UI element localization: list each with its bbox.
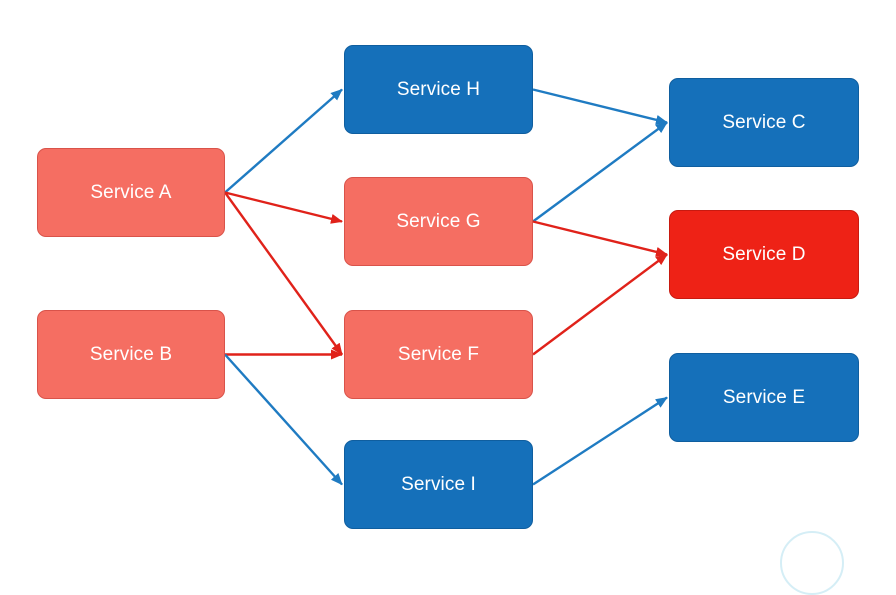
edge-g-to-c bbox=[532, 121, 668, 223]
node-service-b: Service B bbox=[37, 310, 225, 399]
node-label: Service A bbox=[90, 181, 172, 203]
node-service-i: Service I bbox=[344, 440, 533, 529]
edge-layer bbox=[224, 88, 668, 486]
node-label: Service H bbox=[396, 78, 481, 100]
edge-f-to-d bbox=[532, 253, 668, 356]
node-label: Service C bbox=[722, 111, 806, 133]
node-service-h: Service H bbox=[344, 45, 533, 134]
node-label: Service D bbox=[722, 243, 806, 265]
edge-g-to-d bbox=[532, 220, 668, 257]
node-service-f: Service F bbox=[344, 310, 533, 399]
edge-h-to-c bbox=[532, 88, 668, 125]
edge-b-to-i bbox=[224, 353, 343, 486]
node-service-e: Service E bbox=[669, 353, 859, 442]
node-label: Service I bbox=[401, 473, 476, 495]
node-service-d: Service D bbox=[669, 210, 859, 299]
edge-a-to-f bbox=[224, 191, 343, 356]
node-label: Service G bbox=[396, 210, 481, 232]
node-label: Service B bbox=[89, 343, 173, 365]
node-label: Service F bbox=[397, 343, 480, 365]
decorative-circle bbox=[780, 531, 844, 595]
node-service-a: Service A bbox=[37, 148, 225, 237]
service-dependency-diagram: Service A Service B Service H Service G … bbox=[37, 45, 859, 595]
node-service-g: Service G bbox=[344, 177, 533, 266]
edge-i-to-e bbox=[532, 396, 668, 486]
node-service-c: Service C bbox=[669, 78, 859, 167]
edge-a-to-g bbox=[224, 191, 343, 224]
node-label: Service E bbox=[722, 386, 806, 408]
edge-a-to-h bbox=[224, 88, 343, 194]
